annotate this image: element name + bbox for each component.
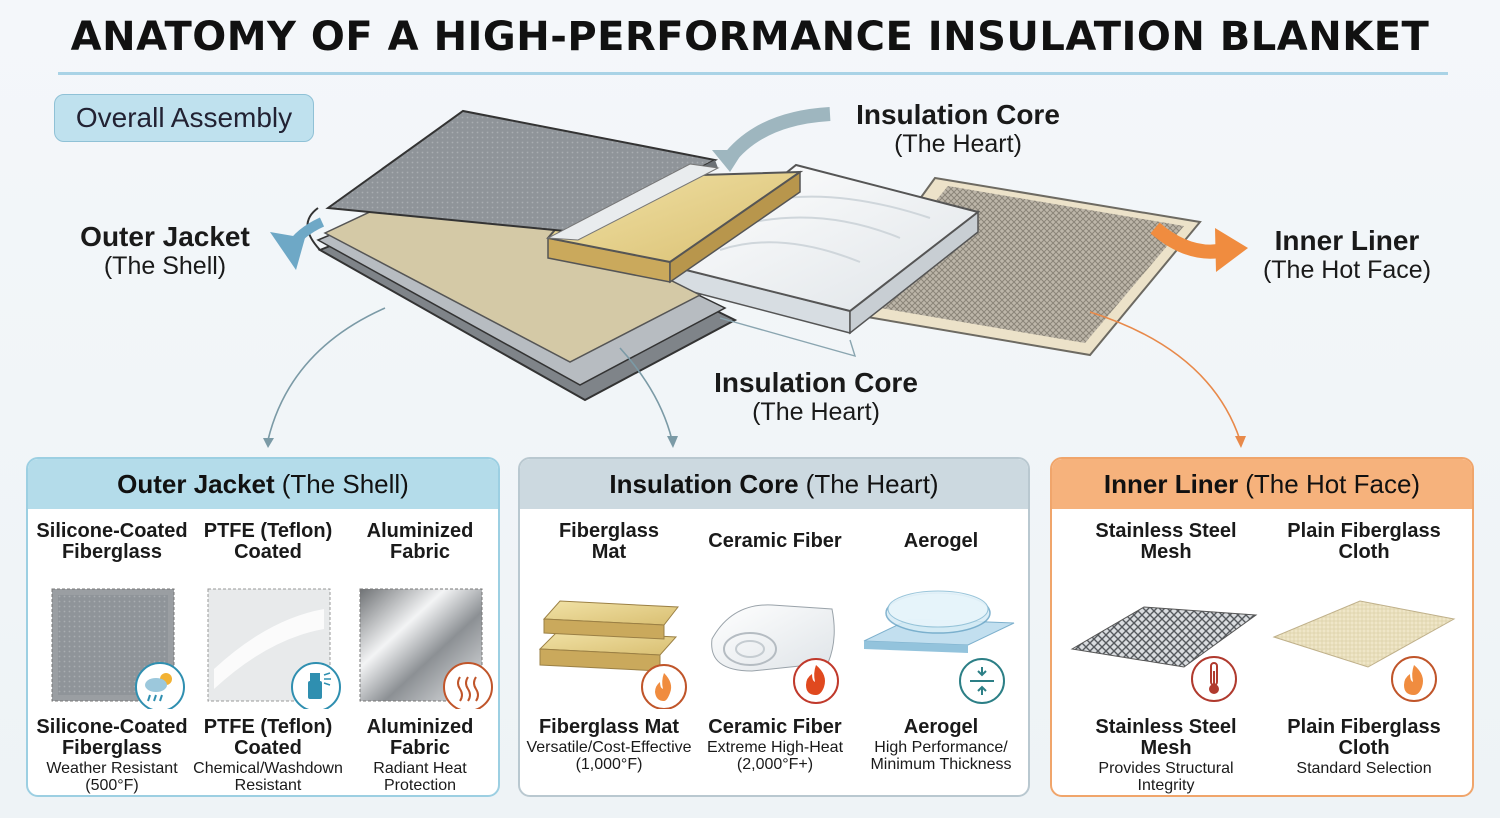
heat-waves-icon xyxy=(457,676,479,702)
ceramic-fiber-swatch xyxy=(711,604,839,704)
title-divider xyxy=(58,72,1448,75)
weather-icon xyxy=(145,673,172,702)
exploded-assembly-illustration xyxy=(263,107,1248,448)
callout-outer-jacket: Outer Jacket (The Shell) xyxy=(80,221,250,280)
compress-icon xyxy=(970,667,994,695)
ceramic-fiber-block xyxy=(667,163,981,335)
fiberglass-mat-swatch xyxy=(538,600,687,709)
outer-jacket-shell xyxy=(306,171,738,402)
arrow-core-top xyxy=(722,107,831,165)
connector-inner xyxy=(1089,311,1241,441)
panel-outer-jacket: Outer Jacket(The Shell) Silicone-Coated … xyxy=(26,457,500,797)
aerogel-swatch xyxy=(863,590,1015,704)
flame-icon xyxy=(655,673,672,701)
connector-outer xyxy=(267,307,386,441)
panel-header: Outer Jacket(The Shell) xyxy=(28,459,498,509)
callout-insulation-core-mid: Insulation Core (The Heart) xyxy=(714,367,918,426)
panel-header: Insulation Core(The Heart) xyxy=(520,459,1028,509)
flame-icon xyxy=(806,665,825,695)
thermometer-icon xyxy=(1209,662,1219,694)
page-title: ANATOMY OF A HIGH-PERFORMANCE INSULATION… xyxy=(70,14,1430,60)
outer-jacket-top-sheet xyxy=(325,109,720,241)
fiberglass-cloth-swatch xyxy=(1272,600,1456,702)
ptfe-swatch xyxy=(207,588,341,709)
spray-bottle-icon xyxy=(308,672,331,699)
flame-icon xyxy=(1404,665,1423,695)
callout-insulation-core-top: Insulation Core (The Heart) xyxy=(856,99,1060,158)
steel-mesh-swatch xyxy=(1070,606,1258,702)
overall-assembly-badge: Overall Assembly xyxy=(54,94,314,142)
silicone-swatch xyxy=(51,588,185,709)
aluminized-swatch xyxy=(359,588,493,709)
connector-core xyxy=(619,347,673,441)
callout-inner-liner: Inner Liner (The Hot Face) xyxy=(1262,225,1432,284)
panel-insulation-core: Insulation Core(The Heart) Fiberglass Ma… xyxy=(518,457,1030,797)
panel-inner-liner: Inner Liner(The Hot Face) Stainless Stee… xyxy=(1050,457,1474,797)
panel-header: Inner Liner(The Hot Face) xyxy=(1052,459,1472,509)
